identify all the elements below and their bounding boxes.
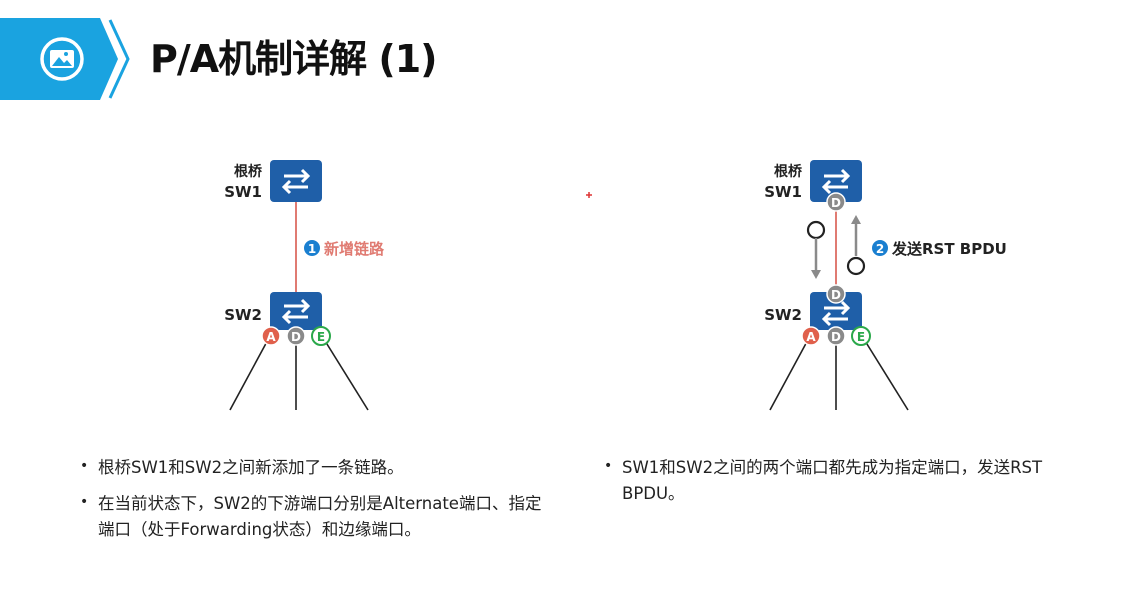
downstream-link-a: [229, 335, 271, 411]
sw2-upstream-designated-port: D: [826, 284, 846, 304]
svg-text:D: D: [831, 196, 841, 210]
left-bullet-list: 根桥SW1和SW2之间新添加了一条链路。 在当前状态下，SW2的下游端口分别是A…: [76, 453, 556, 553]
root-bridge-label: 根桥: [234, 163, 263, 180]
port-edge-right: E: [851, 326, 871, 346]
downstream-link-a-right: [769, 335, 811, 411]
right-bullet-list: SW1和SW2之间的两个端口都先成为指定端口，发送RST BPDU。: [600, 453, 1070, 517]
step-2-label: 2 发送RST BPDU: [872, 240, 1007, 258]
bullet-item: SW1和SW2之间的两个端口都先成为指定端口，发送RST BPDU。: [600, 453, 1070, 507]
step-2-number: 2: [876, 242, 884, 256]
pa-diagram: 根桥 SW1 1 新增链路 SW2 A D E: [224, 160, 1007, 411]
switch-sw2: [270, 292, 322, 330]
port-alternate: A: [261, 326, 281, 346]
step-1-label: 1 新增链路: [304, 240, 385, 258]
port-alternate-right: A: [801, 326, 821, 346]
header-banner: [0, 18, 130, 100]
image-icon: [40, 37, 84, 81]
switch-sw2-right: [810, 292, 862, 330]
svg-text:E: E: [317, 330, 325, 344]
step-1-text: 新增链路: [324, 240, 385, 258]
svg-text:A: A: [806, 330, 816, 344]
svg-text:D: D: [291, 330, 301, 344]
bpdu-down: [806, 220, 826, 279]
sw2-label: SW2: [224, 306, 262, 324]
right-diagram: 根桥 SW1 D 2 发送RST BPDU SW2: [764, 160, 1007, 411]
port-designated-right: D: [826, 326, 846, 346]
downstream-link-e-right: [861, 335, 909, 411]
downstream-link-e: [321, 335, 369, 411]
sw1-designated-port: D: [826, 192, 846, 212]
step-1-number: 1: [308, 242, 316, 256]
left-diagram: 根桥 SW1 1 新增链路 SW2 A D E: [224, 160, 385, 411]
step-2-text: 发送RST BPDU: [891, 240, 1007, 258]
sw2-label-right: SW2: [764, 306, 802, 324]
bullet-item: 根桥SW1和SW2之间新添加了一条链路。: [76, 453, 556, 481]
port-edge: E: [311, 326, 331, 346]
switch-sw1-right: [810, 160, 862, 202]
sw1-label-right: SW1: [764, 183, 802, 201]
switch-sw1: [270, 160, 322, 202]
svg-text:E: E: [857, 330, 865, 344]
plus-mark: [586, 192, 592, 198]
bullet-item: 在当前状态下，SW2的下游端口分别是Alternate端口、指定端口（处于For…: [76, 489, 556, 543]
root-bridge-label-right: 根桥: [774, 163, 803, 180]
svg-text:A: A: [266, 330, 276, 344]
sw1-label: SW1: [224, 183, 262, 201]
page-title: P/A机制详解 (1): [150, 37, 438, 81]
port-designated: D: [286, 326, 306, 346]
svg-text:D: D: [831, 288, 841, 302]
svg-text:D: D: [831, 330, 841, 344]
bpdu-up: [846, 215, 866, 276]
